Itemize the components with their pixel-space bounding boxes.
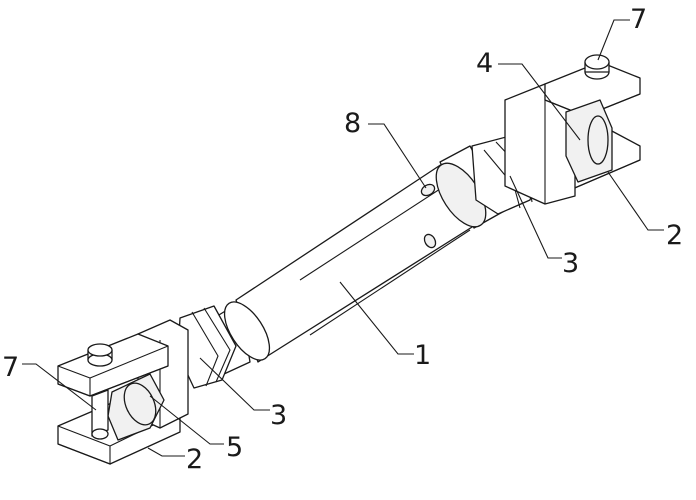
leader-1 xyxy=(339,281,414,355)
main-tube xyxy=(213,145,507,375)
callout-5: 5 xyxy=(226,432,243,463)
callout-2-left: 2 xyxy=(186,444,203,475)
callout-4: 4 xyxy=(476,48,493,79)
leader-3a xyxy=(199,357,270,411)
callout-labels: 1 2 2 3 3 4 5 7 7 8 xyxy=(2,4,683,475)
leader-7a xyxy=(22,363,97,411)
leader-7b xyxy=(597,19,630,61)
leader-lines xyxy=(22,19,664,457)
callout-1: 1 xyxy=(414,340,431,371)
callout-3-left: 3 xyxy=(270,400,287,431)
clevis-right xyxy=(504,54,641,205)
callout-2-right: 2 xyxy=(666,220,683,251)
callout-3-right: 3 xyxy=(562,248,579,279)
leader-5 xyxy=(149,395,224,445)
callout-7-left: 7 xyxy=(2,352,19,383)
leader-2a xyxy=(147,447,185,457)
leader-2b xyxy=(607,171,664,231)
pin-hole-lower xyxy=(423,233,437,249)
callout-7-right: 7 xyxy=(630,4,647,35)
leader-3b xyxy=(509,175,562,259)
leader-4 xyxy=(498,63,581,141)
clevis-left xyxy=(57,319,189,465)
callout-8: 8 xyxy=(344,108,361,139)
leader-8 xyxy=(368,123,427,189)
pin-hole-upper xyxy=(420,183,436,197)
